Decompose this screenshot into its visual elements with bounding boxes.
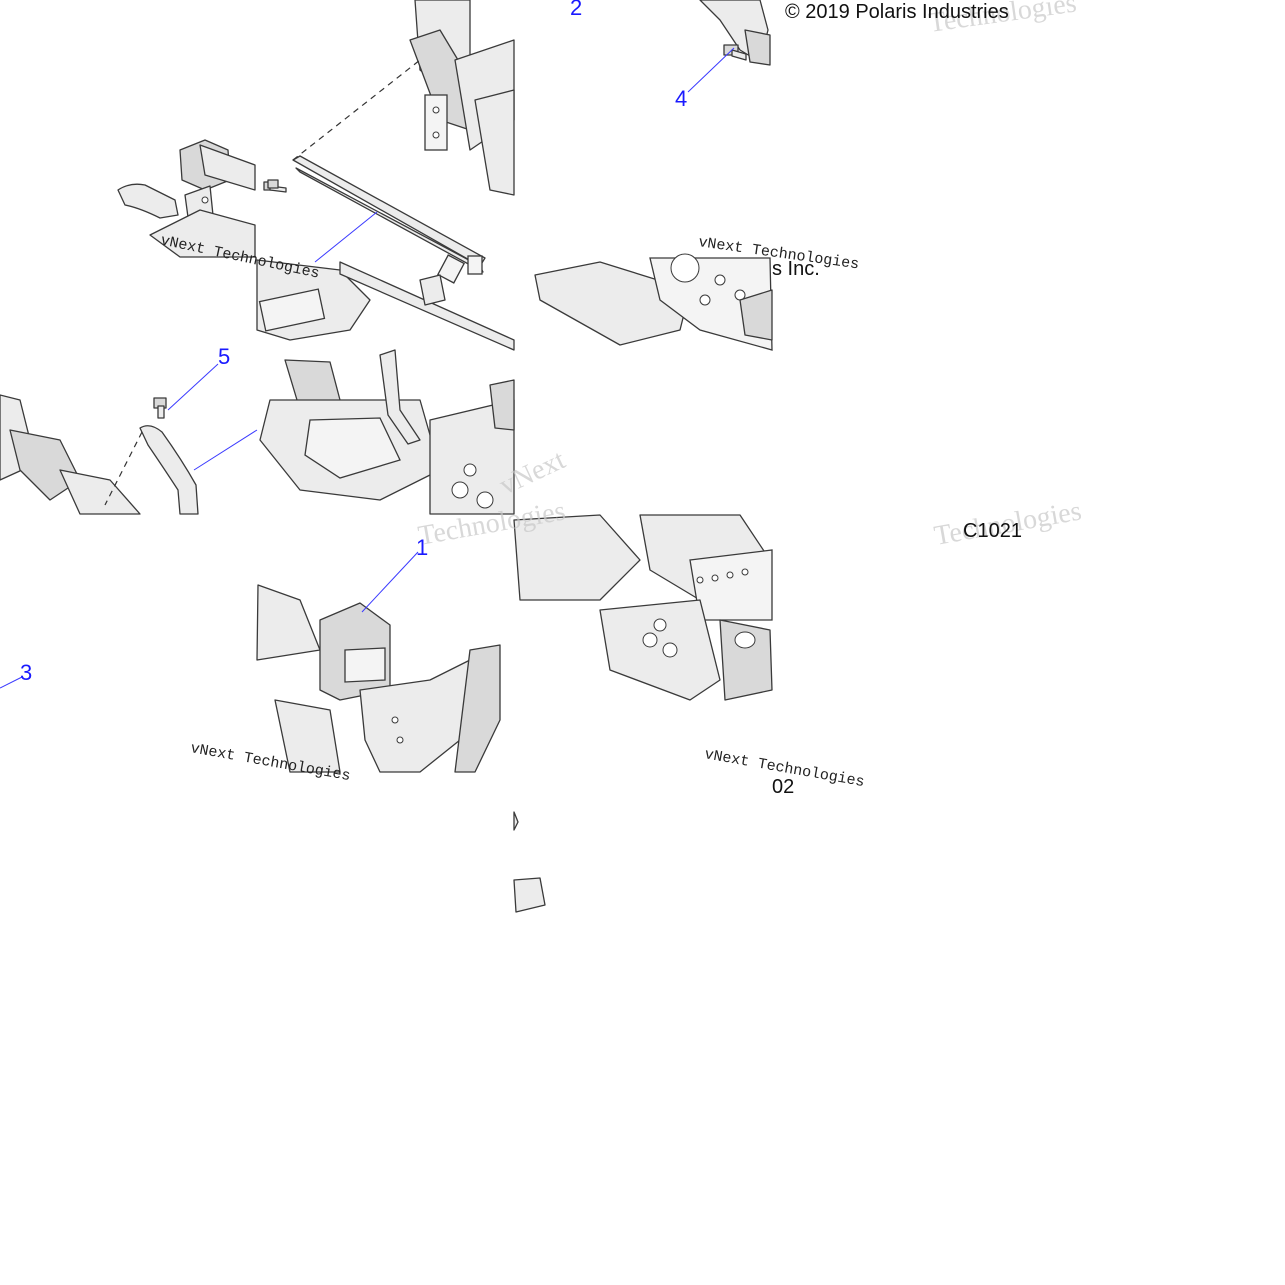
- frame-fragment-bottom-middle: [513, 811, 546, 913]
- frame-fragment-lower-right: [513, 514, 773, 701]
- frame-fragment-top-left: [117, 139, 256, 258]
- frame-fragment-mid-right: [534, 253, 773, 351]
- bolt-icon: [267, 179, 279, 189]
- callout-3: 3: [20, 660, 32, 685]
- callout-5-leader: [167, 363, 219, 411]
- frame-fragment-top-right: [699, 0, 771, 66]
- bolt-icon: [153, 397, 167, 419]
- callout-4: 4: [675, 86, 687, 111]
- callout-1: 1: [416, 535, 428, 560]
- diagram-code-fragment: 02: [772, 776, 794, 798]
- callout-3-leader: [0, 676, 23, 689]
- frame-fragment-top-middle: [263, 0, 515, 284]
- callout-1-leader: [361, 551, 419, 613]
- frame-fragment-center: [256, 259, 515, 515]
- diagram-code: C1021: [963, 520, 1022, 542]
- callout-4-leader: [687, 47, 735, 93]
- copyright-text: © 2019 Polaris Industries: [785, 1, 1009, 23]
- frame-fragment-mid-left: [0, 394, 199, 515]
- part-5-leader: [193, 429, 258, 471]
- copyright-text-fragment: s Inc.: [772, 258, 820, 280]
- callout-2-leader: [314, 211, 378, 263]
- callout-5: 5: [218, 344, 230, 369]
- frame-fragment-lower-center: [256, 584, 501, 773]
- callout-2: 2: [570, 0, 582, 20]
- bolt-icon: [723, 44, 747, 61]
